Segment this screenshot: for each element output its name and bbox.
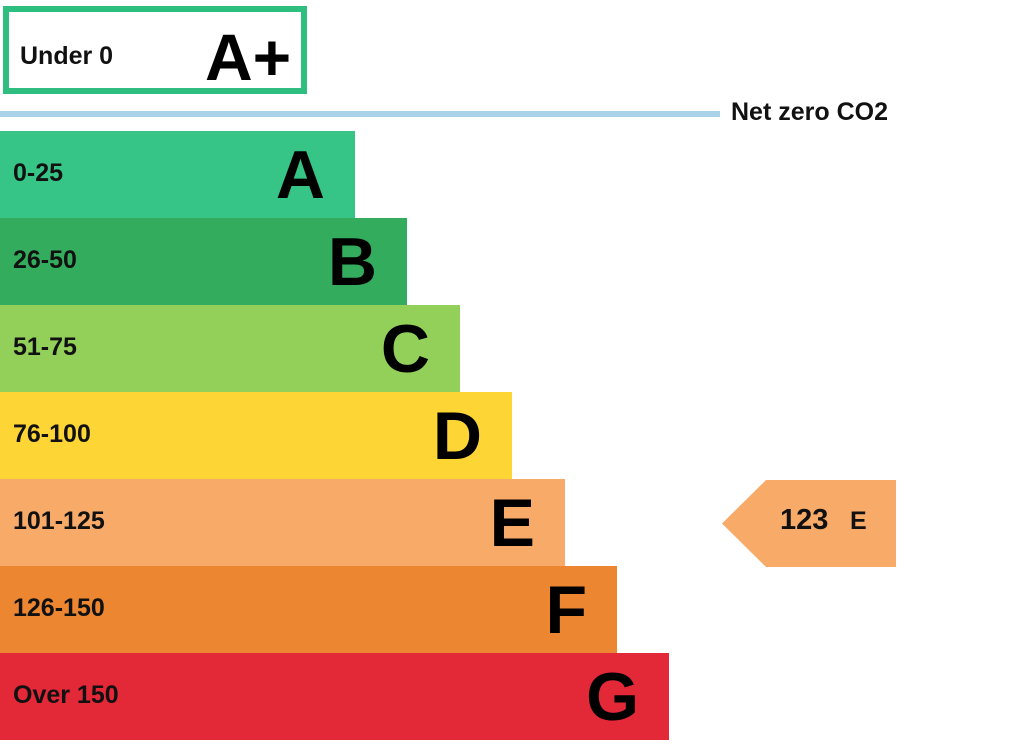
band-range-label: 0-25 xyxy=(13,159,64,187)
band-range-label: 126-150 xyxy=(13,594,105,622)
band-letter-label: D xyxy=(432,398,482,474)
band-letter-label: B xyxy=(327,224,377,300)
band-b: 26-50 B xyxy=(0,218,407,305)
net-zero-label: Net zero CO2 xyxy=(731,98,888,126)
current-rating-indicator: 123 E xyxy=(722,480,896,567)
band-a: 0-25 A xyxy=(0,131,355,218)
band-letter-label: F xyxy=(545,572,587,648)
band-letter-label: C xyxy=(380,311,430,387)
band-letter-label: G xyxy=(586,659,639,735)
top-band-box: Under 0 A+ xyxy=(3,6,307,94)
band-e: 101-125 E xyxy=(0,479,565,566)
band-g: Over 150 G xyxy=(0,653,669,740)
band-letter-label: A xyxy=(275,137,325,213)
current-rating-value: 123 xyxy=(780,504,829,536)
band-range-label: 101-125 xyxy=(13,507,105,535)
band-c: 51-75 C xyxy=(0,305,460,392)
band-range-label: 51-75 xyxy=(13,333,77,361)
band-f: 126-150 F xyxy=(0,566,617,653)
band-range-label: Over 150 xyxy=(13,681,119,709)
current-rating-arrow xyxy=(722,480,896,567)
top-band-letter: A+ xyxy=(205,20,292,94)
band-letter-label: E xyxy=(489,485,535,561)
net-zero-line xyxy=(0,111,720,117)
band-range-label: 76-100 xyxy=(13,420,91,448)
band-range-label: 26-50 xyxy=(13,246,77,274)
current-rating-letter: E xyxy=(850,507,867,535)
band-d: 76-100 D xyxy=(0,392,512,479)
top-band-range: Under 0 xyxy=(20,42,114,70)
